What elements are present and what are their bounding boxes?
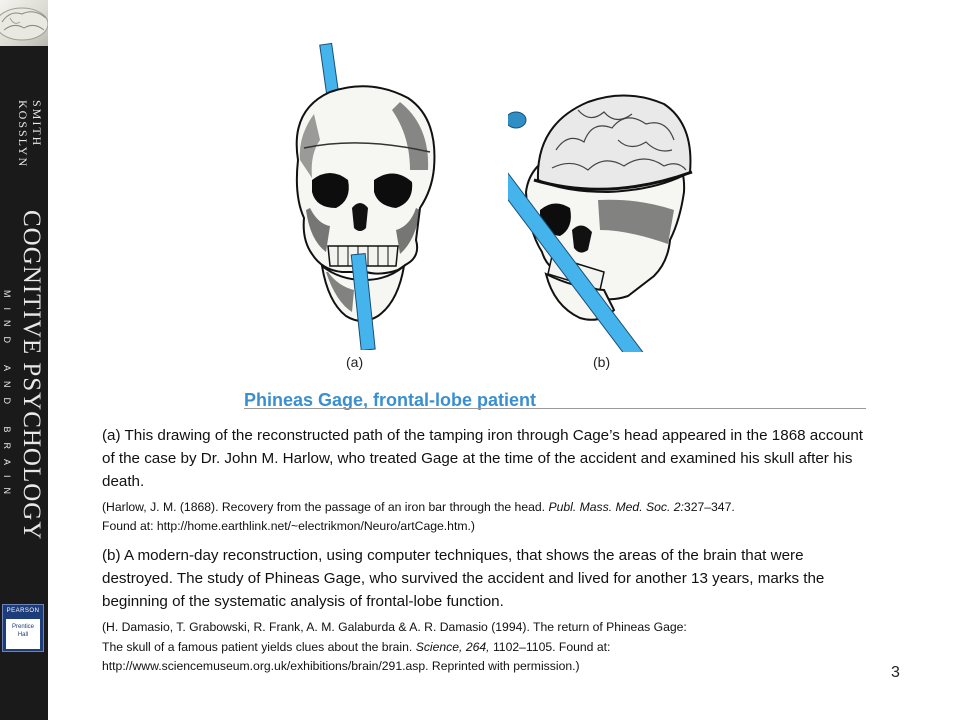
page-number: 3 [891, 664, 900, 681]
reference-a-url: Found at: http://home.earthlink.net/~ele… [102, 519, 475, 533]
reference-b-url: http://www.sciencemuseum.org.uk/exhibiti… [102, 659, 580, 673]
spine-author-1: SMITH [30, 100, 44, 148]
caption-paragraph-b: (b) A modern-day reconstruction, using c… [102, 547, 825, 610]
reference-a-text: (Harlow, J. M. (1868). Recovery from the… [102, 500, 546, 514]
caption-divider [244, 408, 866, 409]
book-spine: SMITH KOSSLYN COGNITIVE PSYCHOLOGY MIND … [0, 0, 48, 720]
reference-b-pages: 1102–1105. Found at: [492, 639, 611, 654]
reference-a: (Harlow, J. M. (1868). Recovery from the… [102, 498, 872, 536]
publisher-logo: PEARSON Prentice Hall [2, 604, 44, 652]
figure-label-a: (a) [346, 354, 364, 370]
spine-subtitle: MIND AND BRAIN [2, 290, 12, 505]
tamping-iron-lower [350, 252, 376, 352]
caption-title: Phineas Gage, frontal-lobe patient [244, 390, 537, 410]
imprint-line-1: Prentice [11, 624, 34, 630]
imprint-logo: Prentice Hall [6, 619, 40, 649]
imprint-line-2: Hall [17, 632, 29, 638]
caption-paragraph-a: (a) This drawing of the reconstructed pa… [102, 427, 863, 490]
spine-title: COGNITIVE PSYCHOLOGY [18, 210, 45, 541]
spine-brain-image [0, 0, 48, 46]
figure-b-reconstruction-drawing [462, 80, 700, 374]
publisher-name: PEARSON [6, 608, 40, 614]
reference-a-pages: 327–347. [683, 500, 735, 514]
reference-b-title: The skull of a famous patient yields clu… [102, 639, 413, 654]
reference-b-line-1: (H. Damasio, T. Grabowski, R. Frank, A. … [102, 620, 687, 634]
spine-authors: SMITH KOSSLYN [16, 100, 44, 168]
reference-b: (H. Damasio, T. Grabowski, R. Frank, A. … [102, 618, 872, 677]
spine-author-2: KOSSLYN [16, 100, 30, 169]
reference-a-journal: Publ. Mass. Med. Soc. 2: [548, 500, 684, 514]
figure-label-b: (b) [593, 354, 611, 370]
reference-b-journal: Science, 264, [415, 639, 490, 654]
figure-a-skull-drawing [270, 40, 450, 352]
